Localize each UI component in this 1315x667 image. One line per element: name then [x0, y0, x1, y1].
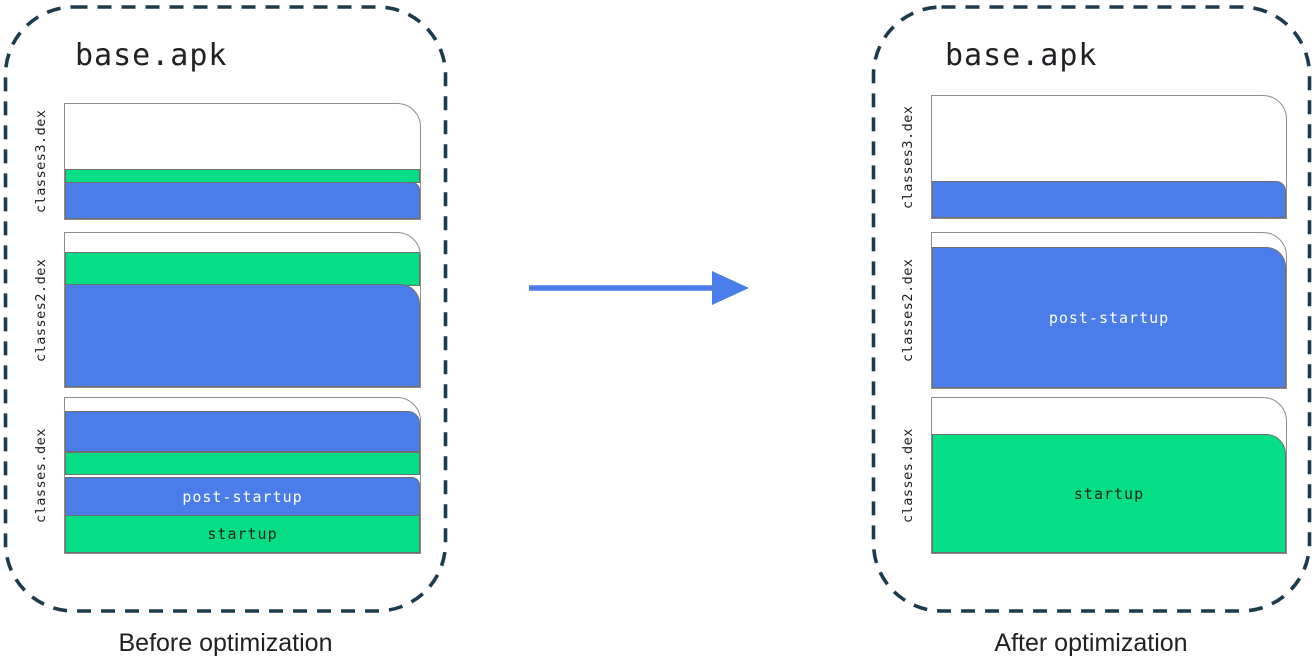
before-file-label-classes3-dex: classes3.dex	[33, 109, 49, 214]
startup-label: startup	[207, 525, 278, 543]
segment-blue	[65, 182, 420, 219]
after-file-label-classes3-dex: classes3.dex	[900, 105, 916, 209]
before-apk-title: base.apk	[75, 38, 228, 73]
before-dashed-border	[3, 5, 448, 613]
before-file-label-classes-dex: classes.dex	[33, 428, 49, 523]
after-file-page-classes3-dex	[931, 95, 1287, 219]
segment-blue	[932, 181, 1286, 218]
post-startup-label: post-startup	[1048, 308, 1170, 327]
segment-blue	[65, 411, 420, 452]
segment-startup: startup	[932, 434, 1286, 553]
segment-startup: startup	[65, 515, 420, 553]
after-dashed-border	[871, 5, 1312, 613]
after-file-page-classes-dex: startup	[931, 397, 1287, 554]
before-file-page-classes3-dex	[64, 103, 421, 220]
after-apk-title: base.apk	[945, 38, 1098, 73]
before-file-label-classes2-dex: classes2.dex	[33, 258, 49, 362]
after-file-page-classes2-dex: post-startup	[931, 232, 1287, 389]
after-file-label-classes2-dex: classes2.dex	[900, 258, 916, 363]
segment-green	[65, 252, 420, 286]
segment-blue	[65, 284, 420, 387]
before-caption: Before optimization	[118, 629, 333, 657]
startup-label: startup	[1073, 484, 1145, 503]
after-caption: After optimization	[994, 629, 1188, 657]
after-file-label-classes-dex: classes.dex	[900, 428, 916, 523]
segment-green	[65, 452, 420, 475]
post-startup-label: post-startup	[182, 487, 303, 506]
before-file-page-classes2-dex	[64, 232, 421, 388]
arrow-icon	[529, 271, 749, 305]
segment-post-startup: post-startup	[65, 477, 420, 516]
segment-post-startup: post-startup	[932, 247, 1286, 388]
segment-green	[65, 169, 420, 183]
before-file-page-classes-dex: post-startup startup	[64, 397, 421, 554]
